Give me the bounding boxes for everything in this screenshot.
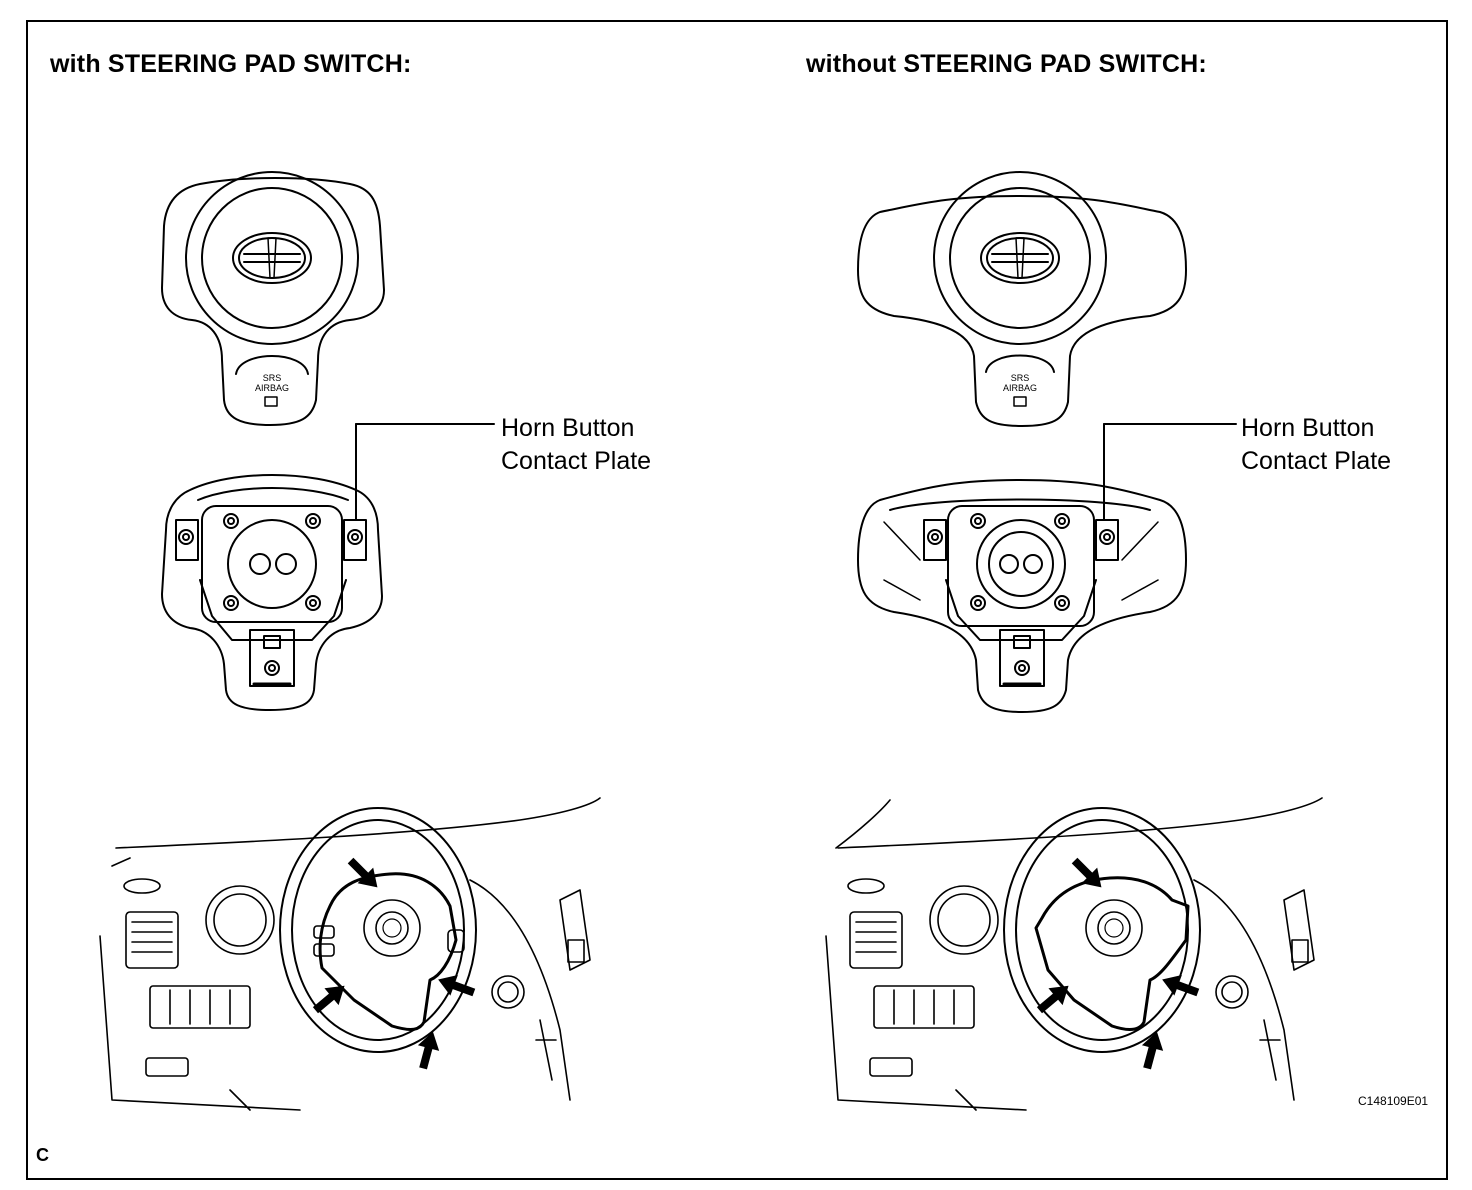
callout-horn-contact-plate-left: Horn Button Contact Plate — [501, 412, 651, 478]
airbag-label: AIRBAG — [255, 383, 289, 393]
callout-horn-contact-plate-right: Horn Button Contact Plate — [1241, 412, 1391, 478]
scion-emblem-icon — [980, 232, 1060, 284]
srs-label: SRS — [263, 373, 282, 383]
dashboard-view-without-switch — [825, 797, 1323, 1111]
callout-line-2: Contact Plate — [501, 447, 652, 475]
airbag-label: AIRBAG — [1003, 383, 1037, 393]
airbag-pad-back-with-switch — [161, 474, 383, 711]
figure-id: C148109E01 — [1358, 1094, 1429, 1108]
airbag-pad-front-with-switch: SRS AIRBAG — [161, 171, 385, 426]
dashboard-view-with-switch — [99, 797, 601, 1111]
srs-label: SRS — [1011, 373, 1030, 383]
arrow-icon — [1031, 976, 1077, 1020]
scion-emblem-icon — [232, 232, 312, 284]
diagram-frame — [26, 20, 1448, 1180]
callout-line-1: Horn Button — [1241, 414, 1375, 442]
callout-line-2: Contact Plate — [1241, 447, 1392, 475]
airbag-pad-back-without-switch — [857, 479, 1187, 713]
panel-title-without-switch: without STEERING PAD SWITCH: — [806, 50, 1207, 78]
corner-code: C — [36, 1145, 49, 1165]
panel-title-with-switch: with STEERING PAD SWITCH: — [50, 50, 412, 78]
arrow-icon — [307, 976, 353, 1020]
airbag-pad-front-without-switch: SRS AIRBAG — [857, 171, 1187, 427]
callout-line-1: Horn Button — [501, 414, 635, 442]
